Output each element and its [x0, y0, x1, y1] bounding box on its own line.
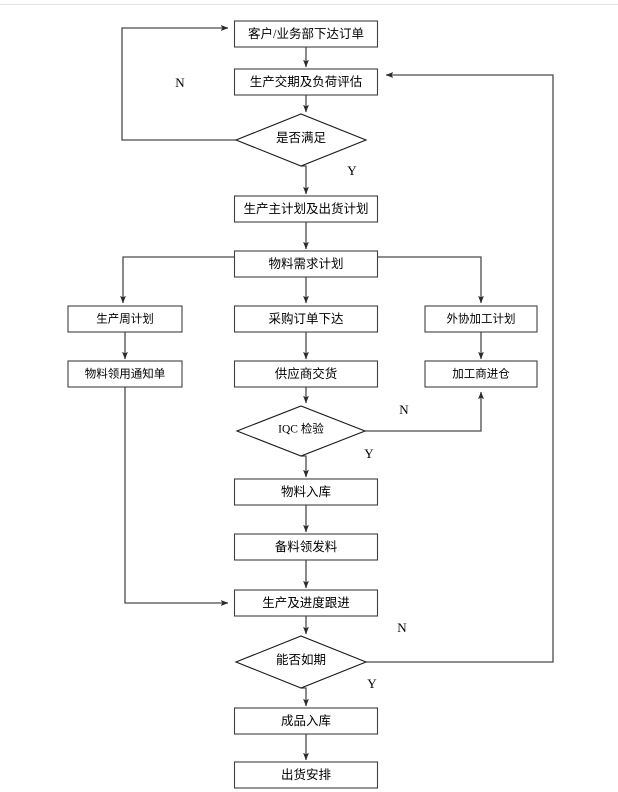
node-outsource[interactable]: 外协加工计划	[424, 305, 538, 333]
node-matin[interactable]: 物料入库	[233, 478, 379, 506]
branch-label-ontime-yes: Y	[367, 676, 377, 691]
edge-satisfy-no-to-order	[121, 25, 236, 141]
branch-label-ontime-no: N	[397, 620, 407, 635]
edge-ontime-no-to-eval	[366, 72, 554, 663]
node-po-label: 采购订单下达	[268, 311, 344, 326]
node-supplier[interactable]: 供应商交货	[233, 360, 379, 388]
node-eval-label: 生产交期及负荷评估	[250, 74, 363, 89]
node-iqc[interactable]: IQC 检验	[235, 405, 367, 457]
node-matin-label: 物料入库	[281, 484, 331, 499]
node-fgin[interactable]: 成品入库	[233, 707, 379, 735]
branch-label-iqc-yes: Y	[364, 446, 374, 461]
node-ontime-label: 能否如期	[276, 652, 326, 667]
edge-ontime-yes-to-fgin	[301, 687, 309, 707]
node-pickslip-label: 物料领用通知单	[85, 367, 166, 381]
node-mrp[interactable]: 物料需求计划	[233, 250, 379, 278]
branch-label-iqc-no: N	[399, 402, 409, 417]
node-production[interactable]: 生产及进度跟进	[233, 589, 379, 617]
node-weekplan-label: 生产周计划	[96, 312, 154, 326]
node-vendorin-label: 加工商进仓	[452, 367, 510, 381]
node-eval[interactable]: 生产交期及负荷评估	[233, 68, 379, 96]
node-outsource-label: 外协加工计划	[447, 312, 516, 326]
node-ontime[interactable]: 能否如期	[234, 635, 368, 689]
node-issue-label: 备料领发料	[275, 539, 338, 554]
node-vendorin[interactable]: 加工商进仓	[424, 360, 538, 388]
branch-label-satisfy-yes: Y	[347, 163, 357, 178]
connectors	[120, 25, 554, 761]
node-issue[interactable]: 备料领发料	[233, 533, 379, 561]
node-ship-label: 出货安排	[281, 767, 332, 782]
node-iqc-label: IQC 检验	[278, 422, 324, 436]
node-pickslip[interactable]: 物料领用通知单	[67, 360, 183, 388]
node-order-label: 客户/业务部下达订单	[248, 26, 364, 41]
branch-labels: N Y N Y N Y	[175, 75, 409, 691]
node-production-label: 生产及进度跟进	[262, 595, 350, 610]
node-weekplan[interactable]: 生产周计划	[67, 305, 183, 333]
edge-iqc-yes-to-matin	[301, 455, 309, 478]
edge-mrp-to-outsource	[378, 256, 484, 304]
node-supplier-label: 供应商交货	[275, 366, 338, 381]
top-divider	[0, 4, 618, 5]
edge-pickslip-to-production	[124, 387, 229, 606]
branch-label-satisfy-no: N	[175, 75, 185, 90]
node-po[interactable]: 采购订单下达	[233, 305, 379, 333]
nodes: 客户/业务部下达订单 生产交期及负荷评估 是否满足 生产主计划及出货计划 物料需…	[67, 20, 538, 789]
node-order[interactable]: 客户/业务部下达订单	[233, 20, 379, 48]
node-ship[interactable]: 出货安排	[233, 761, 379, 789]
edge-iqc-no-to-vendorin	[365, 391, 484, 432]
node-fgin-label: 成品入库	[281, 713, 331, 728]
node-satisfy[interactable]: 是否满足	[234, 113, 368, 167]
node-mrp-label: 物料需求计划	[268, 257, 343, 271]
edge-mrp-to-weekplan	[120, 256, 235, 304]
node-masterplan[interactable]: 生产主计划及出货计划	[233, 195, 379, 223]
node-satisfy-label: 是否满足	[276, 131, 327, 145]
edge-satisfy-yes-to-master	[301, 165, 309, 195]
node-masterplan-label: 生产主计划及出货计划	[243, 201, 368, 216]
